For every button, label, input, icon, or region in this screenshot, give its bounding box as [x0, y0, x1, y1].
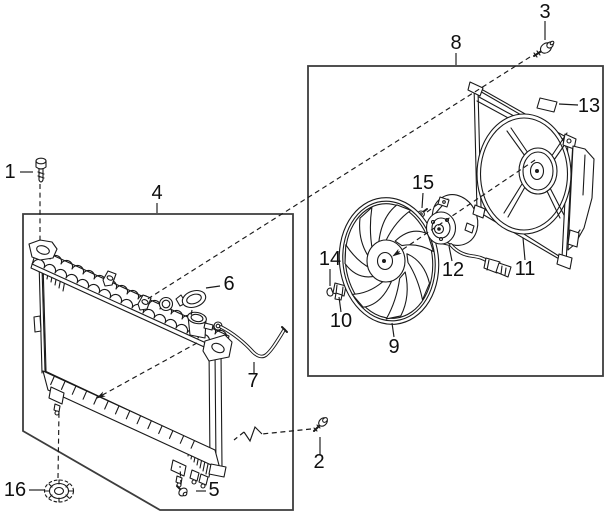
part-callout-3: 3	[539, 1, 550, 23]
assembly-guide-lines	[39, 56, 536, 486]
guide-bolt5	[179, 465, 182, 486]
part-callout-9: 9	[388, 336, 399, 358]
fan-motor-drawing	[425, 194, 512, 278]
clip-14-drawing	[326, 287, 334, 297]
guide-bolt2-b	[233, 431, 245, 441]
radiator-upper-mount-left	[28, 239, 58, 261]
part-callout-14: 14	[319, 248, 341, 270]
callout-labels: 1 2 3 4 5 6 7 8 9 10 11 12 13 14 15 16	[4, 1, 600, 501]
fan-assembly-box	[307, 65, 604, 377]
part-callout-12: 12	[442, 259, 464, 281]
part-callout-4: 4	[151, 182, 162, 204]
caution-label-drawing	[536, 97, 558, 113]
guide-bolt2-a	[261, 428, 312, 435]
fan-drawing	[338, 197, 440, 325]
part-callout-2: 2	[313, 451, 324, 473]
guide-cap	[190, 309, 193, 317]
radiator-cap-drawing	[175, 289, 207, 309]
part-callout-13: 13	[578, 95, 600, 117]
guide-bolt2-zigzag	[243, 425, 263, 443]
callout-leader-lines	[20, 21, 579, 492]
bolt-2-drawing	[313, 417, 328, 432]
radiator-drawing	[28, 239, 233, 489]
part-callout-6: 6	[223, 273, 234, 295]
bolt-5-drawing	[176, 485, 188, 497]
guide-screw15	[426, 203, 439, 213]
part-callout-11: 11	[515, 258, 536, 280]
guide-fan-to-shroud	[392, 159, 536, 257]
guide-grommet	[57, 409, 60, 479]
bolt-1-drawing	[35, 157, 47, 183]
part-callout-16: 16	[4, 479, 26, 501]
part-callout-1: 1	[4, 161, 15, 183]
bracket-10-drawing	[332, 282, 347, 301]
part-callout-8: 8	[450, 32, 461, 54]
bolt-3-drawing	[533, 40, 555, 58]
radiator-upper-mount-right	[202, 334, 233, 362]
guide-to-radiator	[96, 342, 198, 399]
part-callout-5: 5	[208, 479, 219, 501]
guide-bolt3-long	[145, 56, 531, 301]
fan-blades	[344, 204, 434, 320]
radiator-assembly-box	[22, 213, 294, 511]
part-callout-7: 7	[247, 370, 258, 392]
grommet-drawing	[43, 479, 75, 503]
fan-shroud-drawing	[467, 81, 595, 270]
shroud-mount-bracket	[137, 294, 152, 311]
part-callout-10: 10	[330, 310, 352, 332]
overflow-hose-drawing	[213, 321, 288, 359]
part-callout-15: 15	[412, 172, 434, 194]
